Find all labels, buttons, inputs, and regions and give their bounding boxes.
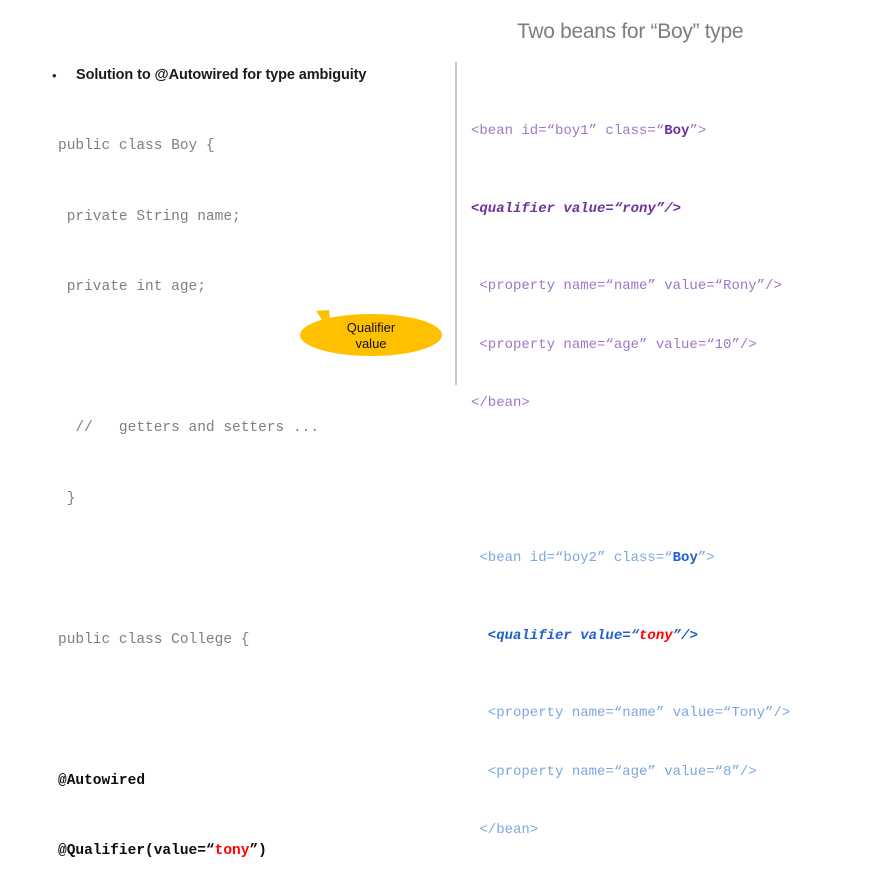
bean-boy2-open-prefix: <bean id=“boy2” class=“ [471, 550, 673, 567]
bullet-heading-row: • Solution to @Autowired for type ambigu… [52, 66, 432, 85]
bean-boy1-qualifier-line: <qualifier value=“rony”/> [471, 200, 790, 219]
slide-canvas: • Solution to @Autowired for type ambigu… [0, 0, 894, 859]
qualifier-value: tony [214, 843, 250, 859]
right-pane: Two beans for “Boy” type <bean id=“boy1”… [455, 0, 894, 838]
bean-boy1-open-suffix: ”> [689, 123, 707, 140]
qualifier-suffix: ”) [249, 843, 267, 859]
bean-boy2-qualifier-prefix: <qualifier value=“ [471, 627, 640, 644]
code-line-blank [58, 347, 319, 371]
callout-oval-shape [300, 314, 442, 356]
bean-boy2-qualifier-line: <qualifier value=“tony”/> [471, 627, 790, 646]
bean-boy1-property-age: <property name=“age” value=“10”/> [471, 336, 757, 353]
code-line: private int age; [58, 279, 206, 295]
bean-boy2-property-age: <property name=“age” value=“8”/> [471, 763, 757, 780]
bean-boy2-open-line: <bean id=“boy2” class=“Boy”> [471, 549, 790, 568]
bean-boy2-property-name: <property name=“name” value=“Tony”/> [471, 705, 791, 722]
code-line: public class College { [58, 631, 250, 648]
left-heading-text: Solution to @Autowired for type ambiguit… [76, 67, 367, 83]
callout-line-2: value [355, 335, 387, 351]
bean-boy2-class: Boy [672, 550, 698, 567]
code-line-qualifier: @Qualifier(value=“tony”) [58, 840, 319, 864]
code-line: private String name; [58, 208, 241, 225]
bean-boy2-close-line: </bean> [471, 821, 539, 838]
code-line: } [58, 490, 76, 507]
bean-boy1-open-prefix: <bean id=“boy1” class=“ [471, 123, 665, 140]
bean-boy1-class: Boy [664, 123, 690, 140]
code-line-autowired: @Autowired [58, 772, 146, 789]
bean-boy2-qualifier-suffix: ”/> [672, 627, 698, 644]
vertical-divider [455, 62, 457, 385]
bean-boy2-qualifier-value: tony [639, 627, 673, 644]
bullet-point-icon: • [52, 68, 57, 83]
callout-line-1: Qualifier [346, 320, 396, 335]
java-code-block: public class Boy { private String name; … [58, 88, 319, 878]
code-line-blank [58, 699, 319, 723]
bean-boy1-close-line: </bean> [471, 394, 530, 411]
xml-code-block: <bean id=“boy1” class=“Boy”> <qualifier … [471, 64, 790, 878]
code-line-blank [58, 558, 319, 582]
bean-boy2-qualifier-wrap: <qualifier value=“tony”/> [471, 628, 698, 644]
left-pane: • Solution to @Autowired for type ambigu… [0, 0, 455, 859]
qualifier-callout: Qualifier value [300, 310, 442, 356]
bean-boy2-open-suffix: ”> [697, 550, 715, 567]
code-line: public class Boy { [58, 138, 215, 154]
bean-boy1-property-name: <property name=“name” value=“Rony”/> [471, 278, 782, 295]
bean-boy1-open-line: <bean id=“boy1” class=“Boy”> [471, 122, 790, 141]
right-title-text: Two beans for “Boy” type [517, 20, 744, 43]
xml-line-blank [471, 472, 790, 491]
bean-boy1-qualifier-text: <qualifier value=“rony”/> [471, 200, 682, 217]
qualifier-prefix: @Qualifier(value=“ [58, 843, 215, 859]
callout-text: Qualifier value [300, 320, 442, 351]
code-line: // getters and setters ... [58, 420, 320, 436]
